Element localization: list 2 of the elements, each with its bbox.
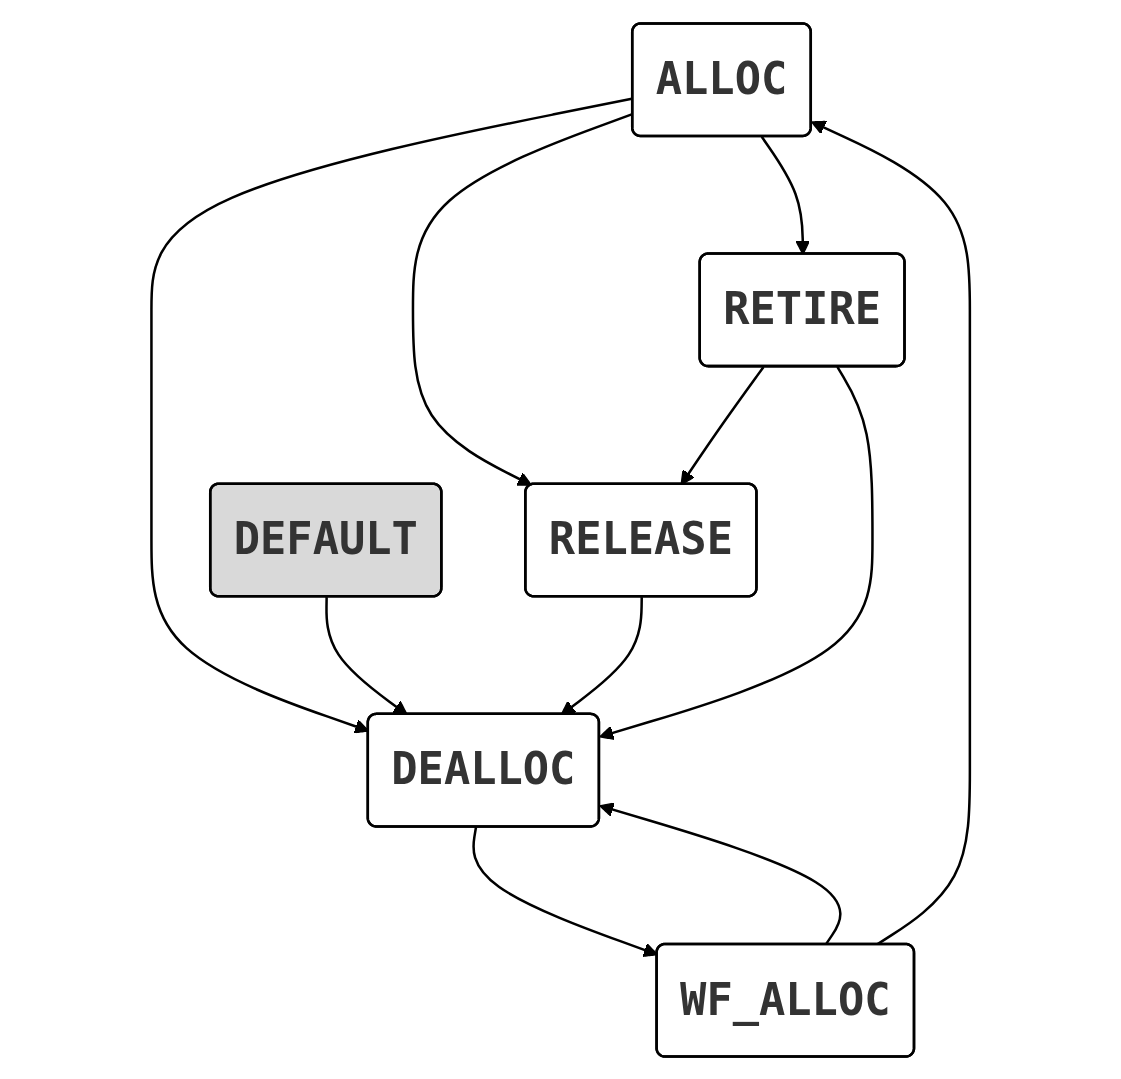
- arrow: [472, 826, 658, 957]
- arrow: [598, 365, 874, 740]
